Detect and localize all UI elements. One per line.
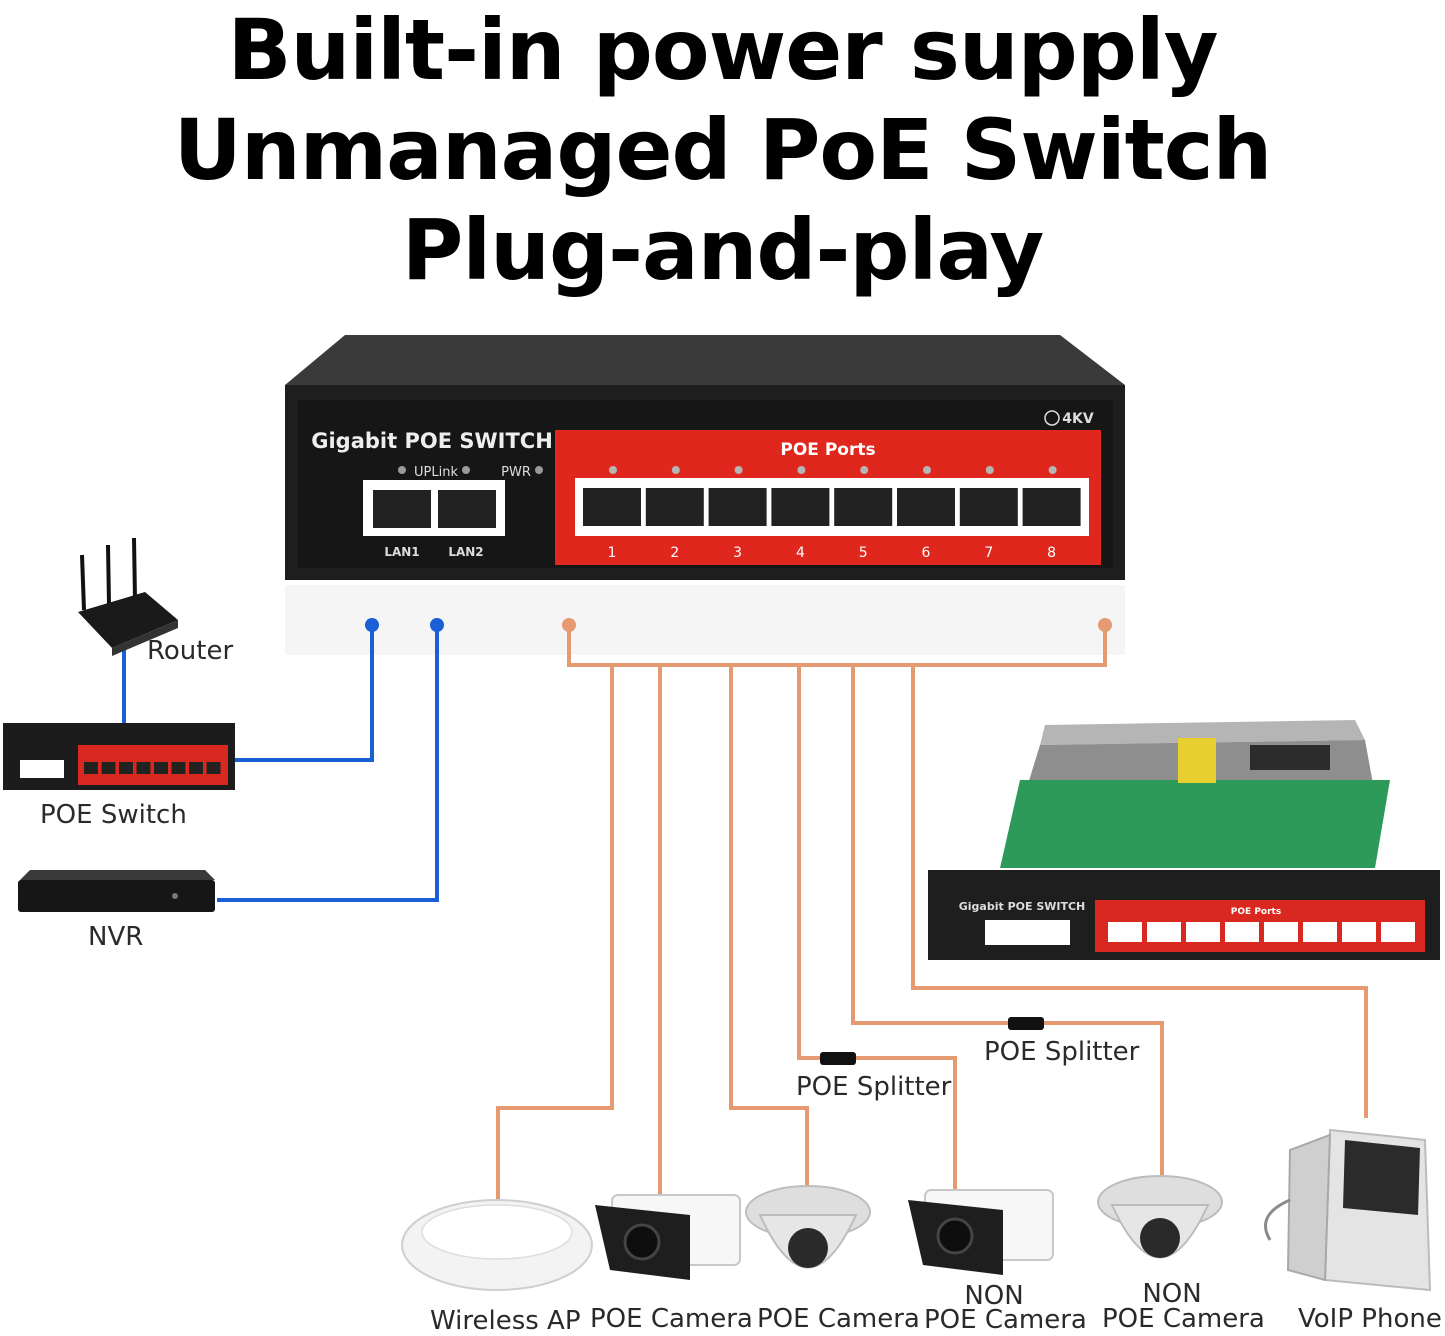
poe-port-led-4	[797, 466, 806, 474]
poe-port-led-6	[923, 466, 931, 474]
non-poe-camera-1-icon	[908, 1189, 1054, 1275]
poe-splitter-2-label: POE Splitter	[984, 1037, 1140, 1067]
poe-port-1	[583, 488, 641, 526]
non-label-2: NON	[1142, 1279, 1202, 1309]
small-switch-port-2	[101, 762, 116, 774]
poe-splitter-1-icon	[820, 1052, 856, 1065]
poe-splitter-2-icon	[1008, 1017, 1044, 1030]
small-switch-port-3	[119, 762, 133, 774]
surge-label: 4KV	[1062, 411, 1094, 427]
open-switch-brand-label: Gigabit POE SWITCH	[959, 900, 1086, 913]
pcb-board	[1000, 780, 1390, 868]
headline-line-2: Unmanaged PoE Switch	[173, 101, 1273, 199]
poe-port-3	[708, 488, 767, 526]
non-poe-camera-2-label: POE Camera	[1102, 1304, 1265, 1334]
open-switch-port-8	[1381, 922, 1415, 942]
poe-port-label-4: 4	[796, 545, 805, 561]
poe-port-2	[645, 488, 704, 526]
headline-line-1: Built-in power supply	[227, 1, 1219, 99]
non-poe-camera-1-label: POE Camera	[924, 1305, 1087, 1335]
lan-port-label-1: LAN1	[384, 545, 419, 559]
open-switch-port-5	[1264, 922, 1298, 942]
open-switch-port-6	[1303, 922, 1337, 942]
open-switch-port-7	[1342, 922, 1376, 942]
poe-port-led-2	[671, 466, 680, 474]
poe-cables	[496, 625, 1368, 1208]
poe-port-led-3	[734, 466, 743, 474]
voip-phone-label: VoIP Phone	[1298, 1304, 1442, 1334]
wireless-ap-icon	[401, 1199, 593, 1291]
small-switch-port-6	[171, 762, 186, 774]
non-label-1: NON	[964, 1281, 1024, 1311]
poe-port-label-3: 3	[733, 545, 742, 561]
poe-splitter-1-label: POE Splitter	[796, 1072, 952, 1102]
router-label: Router	[147, 636, 234, 666]
poe-camera-2-label: POE Camera	[757, 1304, 920, 1334]
wireless-ap-label: Wireless AP	[430, 1306, 581, 1336]
router-icon	[78, 537, 178, 656]
lan-cables	[122, 625, 439, 902]
pwr-label: PWR	[501, 465, 531, 480]
open-switch-poe-label: POE Ports	[1231, 907, 1281, 917]
poe-switch-icon	[3, 723, 235, 790]
poe-port-led-7	[985, 466, 994, 474]
voip-phone-icon	[1264, 1128, 1432, 1292]
nvr-icon	[18, 870, 215, 912]
poe-port-label-2: 2	[670, 545, 679, 561]
open-switch-port-3	[1186, 922, 1220, 942]
poe-switch-label: POE Switch	[40, 800, 187, 830]
small-switch-port-8	[206, 762, 221, 774]
open-switch-icon: Gigabit POE SWITCH POE Ports	[928, 720, 1440, 960]
nvr-label: NVR	[88, 922, 144, 952]
headline-line-3: Plug-and-play	[401, 201, 1044, 299]
poe-port-label-6: 6	[922, 545, 931, 561]
poe-port-led-5	[860, 466, 869, 474]
poe-port-6	[897, 488, 955, 526]
small-switch-port-4	[136, 762, 151, 774]
poe-camera-1-icon	[595, 1194, 741, 1280]
poe-port-7	[959, 488, 1018, 526]
open-switch-port-1	[1108, 922, 1142, 942]
uplink-label: UPLink	[414, 465, 458, 480]
poe-port-8	[1022, 488, 1081, 526]
poe-port-label-5: 5	[859, 545, 868, 561]
poe-port-label-8: 8	[1047, 545, 1056, 561]
poe-port-label-1: 1	[608, 545, 617, 561]
poe-port-led-1	[609, 466, 617, 474]
open-switch-port-2	[1147, 922, 1181, 942]
poe-port-4	[771, 488, 830, 526]
switch-brand-label: Gigabit POE SWITCH	[311, 429, 553, 453]
poe-ports-label: POE Ports	[780, 440, 875, 460]
open-switch-port-4	[1225, 922, 1259, 942]
main-switch: Gigabit POE SWITCH UPLink PWR 4KV LAN1 L…	[285, 335, 1125, 655]
poe-port-5	[834, 488, 893, 526]
lan-port-label-2: LAN2	[448, 545, 483, 559]
small-switch-port-5	[154, 762, 168, 774]
lan-port-1	[373, 490, 431, 528]
small-switch-port-1	[84, 762, 98, 774]
poe-port-led-8	[1048, 466, 1057, 474]
non-poe-camera-2-icon	[1097, 1175, 1223, 1259]
lan-port-2	[438, 490, 496, 528]
surge-icon	[1044, 410, 1060, 426]
small-switch-port-7	[189, 762, 203, 774]
poe-port-label-7: 7	[984, 545, 993, 561]
poe-camera-2-icon	[745, 1185, 871, 1269]
poe-camera-1-label: POE Camera	[590, 1304, 753, 1334]
